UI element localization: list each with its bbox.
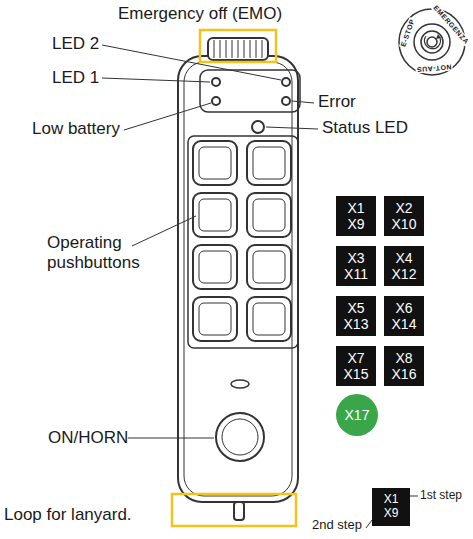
part-label: Emergency off (EMO): [118, 4, 282, 24]
button-output-box: X7X15: [336, 346, 376, 386]
highlight-frame: [172, 494, 296, 526]
output-label: X14: [392, 316, 417, 332]
remote-housing: [178, 38, 300, 520]
output-label: X8: [395, 350, 412, 366]
output-circle: X17: [336, 394, 378, 436]
part-label: Status LED: [322, 118, 408, 138]
button-output-box: X4X12: [384, 246, 424, 286]
leader-lines: [102, 45, 418, 528]
estop-icon: [399, 9, 465, 75]
button-output-box: X8X16: [384, 346, 424, 386]
output-label: X16: [392, 366, 417, 382]
output-label: X1: [347, 200, 364, 216]
legend-button-box: X1X9: [372, 488, 410, 526]
output-label: X7: [347, 350, 364, 366]
output-label: X2: [395, 200, 412, 216]
button-output-box: X3X11: [336, 246, 376, 286]
output-label: X1: [384, 493, 399, 507]
output-label: X17: [345, 407, 370, 423]
highlight-frame: [200, 30, 276, 62]
output-label: X10: [392, 216, 417, 232]
output-label: X9: [384, 507, 399, 521]
part-label: Error: [318, 92, 356, 112]
part-label: Low battery: [32, 119, 120, 139]
part-label: LED 1: [52, 68, 99, 88]
output-label: X11: [344, 266, 368, 282]
part-label: ON/HORN: [48, 428, 128, 448]
icon-text: EMERGENZA: [431, 3, 471, 46]
button-output-box: X1X9: [336, 196, 376, 236]
output-label: X4: [395, 250, 412, 266]
button-output-box: X2X10: [384, 196, 424, 236]
icon-text: E-STOP: [398, 17, 416, 49]
output-label: X15: [344, 366, 369, 382]
button-output-box: X5X13: [336, 296, 376, 336]
output-label: X13: [344, 316, 369, 332]
part-label: Loop for lanyard.: [4, 505, 132, 525]
icon-text: NOT-AUS: [415, 62, 453, 73]
output-label: X3: [347, 250, 364, 266]
output-label: X5: [347, 300, 364, 316]
output-label: X9: [347, 216, 364, 232]
output-label: X12: [392, 266, 417, 282]
legend-label: 2nd step: [312, 518, 362, 533]
button-output-box: X6X14: [384, 296, 424, 336]
legend-label: 1st step: [420, 489, 462, 503]
part-label: Operating pushbuttons: [47, 233, 151, 272]
output-label: X6: [395, 300, 412, 316]
part-label: LED 2: [52, 34, 99, 54]
